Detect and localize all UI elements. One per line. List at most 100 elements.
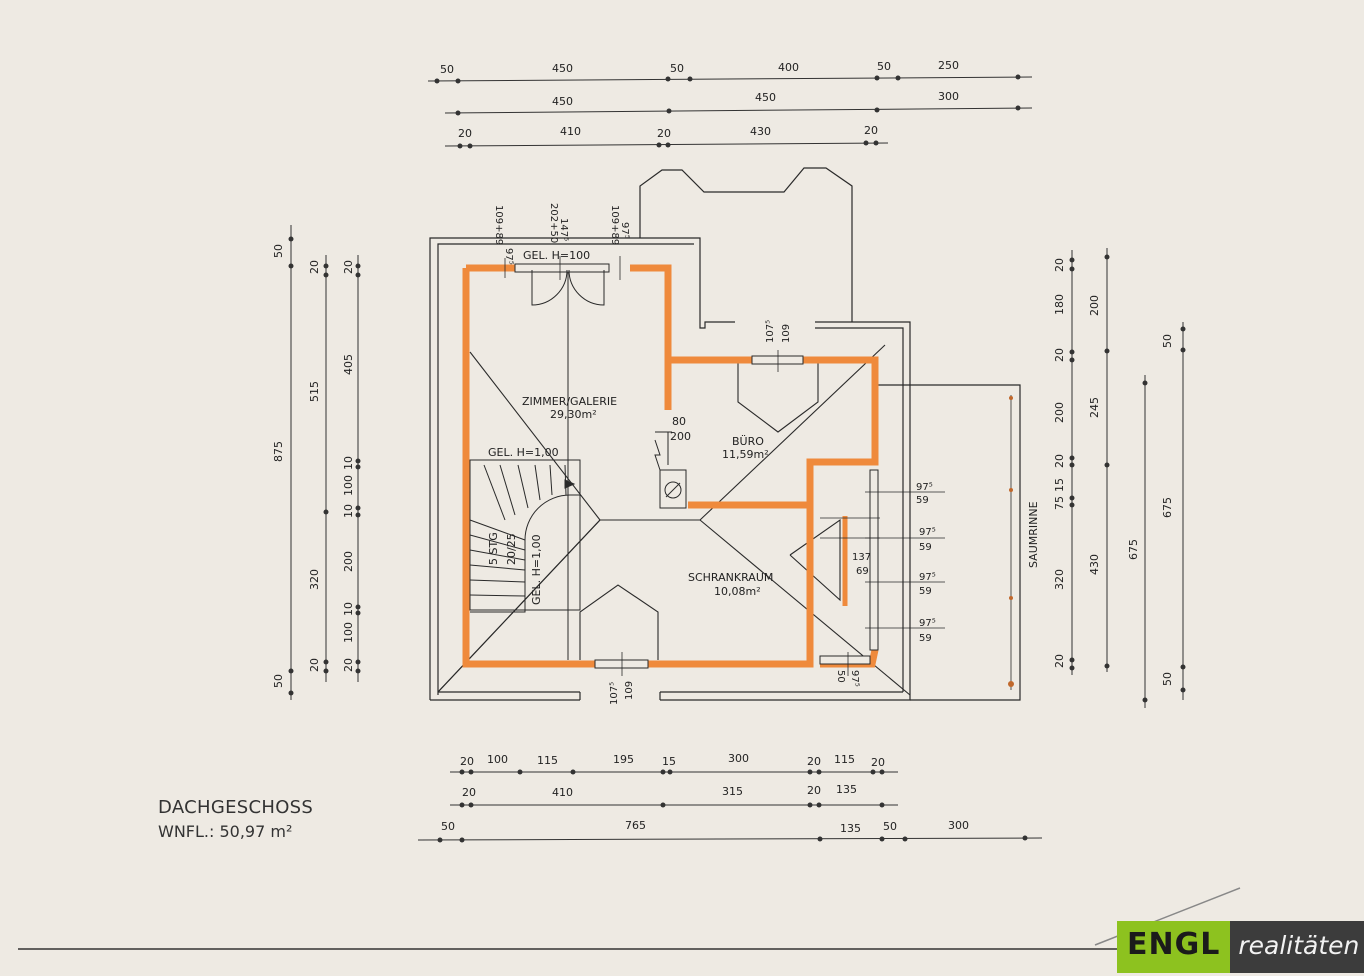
dim-left-c2-1: 515 xyxy=(308,381,321,402)
dim-right-c1-0: 20 xyxy=(1053,258,1066,272)
dim-right-c2-0: 200 xyxy=(1088,295,1101,316)
brand-suffix: realitäten xyxy=(1230,921,1364,973)
dim-top-r1-1: 450 xyxy=(552,62,573,75)
dim-right-c1-5: 15 xyxy=(1053,478,1066,492)
dim-left-c3-0: 20 xyxy=(342,260,355,274)
dim-right-c1-3: 200 xyxy=(1053,402,1066,423)
floor-title: DACHGESCHOSS xyxy=(158,797,314,818)
dim-left-c3-2: 10 xyxy=(342,456,355,470)
dim-top-r1-2: 50 xyxy=(670,62,684,75)
dim-left-c3-3: 100 xyxy=(342,475,355,496)
label-stg: 5 STG xyxy=(487,532,500,565)
dim-bot-r1-2: 115 xyxy=(537,754,558,767)
left-dimensions: 50 875 50 20 515 320 20 20 405 10 100 10… xyxy=(272,225,361,700)
room-schrank-name: SCHRANKRAUM xyxy=(688,571,773,584)
dim-right-c1-4: 20 xyxy=(1053,454,1066,468)
roof-outline xyxy=(429,167,1021,701)
brand-name: ENGL xyxy=(1117,921,1231,973)
win-r2-b: 59 xyxy=(919,542,932,553)
room-zimmer-area: 29,30m² xyxy=(550,408,597,421)
label-chimney-a: 80 xyxy=(672,415,686,428)
bottom-dimensions: 20 100 115 195 15 300 20 115 20 20 410 3… xyxy=(417,752,1043,843)
door-swing xyxy=(531,269,605,660)
dim-right-c1-8: 20 xyxy=(1053,654,1066,668)
dim-left-c1-1: 875 xyxy=(272,441,285,462)
label-gel-top: GEL. H=100 xyxy=(523,249,590,262)
dim-left-c3-7: 100 xyxy=(342,622,355,643)
win-corner-b: 50 xyxy=(835,670,846,683)
dim-bot-r1-5: 300 xyxy=(728,752,749,765)
brand-logo: ENGL realitäten xyxy=(1117,921,1364,973)
dim-bot-r2-4: 135 xyxy=(836,783,857,796)
window-openings xyxy=(514,263,879,669)
dim-top-r2-1: 450 xyxy=(755,91,776,104)
dim-top-r3-3: 430 xyxy=(750,125,771,138)
dim-left-c3-6: 10 xyxy=(342,602,355,616)
saumrinne-markers xyxy=(1008,396,1014,687)
dim-right-c2-1: 245 xyxy=(1088,397,1101,418)
interior-walls xyxy=(462,264,879,668)
dim-bot-r1-4: 15 xyxy=(662,755,676,768)
dim-right-c3-0: 675 xyxy=(1127,539,1140,560)
dim-right-c2-2: 430 xyxy=(1088,554,1101,575)
dim-right-c1-7: 320 xyxy=(1053,569,1066,590)
plan-labels: ZIMMER/GALERIE 29,30m² BÜRO 11,59m² SCHR… xyxy=(487,203,1040,705)
right-dimensions: 20 180 20 200 20 15 75 320 20 200 245 43… xyxy=(1053,248,1186,708)
win-r2-a: 97⁵ xyxy=(919,527,936,538)
dim-right-c1-2: 20 xyxy=(1053,348,1066,362)
dim-top-r1-5: 250 xyxy=(938,59,959,72)
window-ticks xyxy=(504,256,945,676)
floor-title-block: DACHGESCHOSS WNFL.: 50,97 m² xyxy=(158,797,313,841)
dim-bot-r1-3: 195 xyxy=(613,753,634,766)
win-r1-a: 97⁵ xyxy=(916,482,933,493)
dim-left-c2-2: 320 xyxy=(308,569,321,590)
dim-top-r2-2: 300 xyxy=(938,90,959,103)
dim-bot-r2-0: 20 xyxy=(462,786,476,799)
dim-bot-r3-3: 50 xyxy=(883,820,897,833)
chimney xyxy=(654,431,687,509)
dim-left-c3-1: 405 xyxy=(342,354,355,375)
win-top-left-b: 109+89 xyxy=(493,205,504,245)
label-gel-stair: GEL. H=1,00 xyxy=(488,446,559,459)
dim-right-c1-6: 75 xyxy=(1053,496,1066,510)
dim-bot-r1-1: 100 xyxy=(487,753,508,766)
room-buero-name: BÜRO xyxy=(732,435,764,448)
top-dimensions: 50 450 50 400 50 250 450 450 300 20 410 … xyxy=(427,59,1033,149)
win-r4-b: 59 xyxy=(919,633,932,644)
dim-bot-r2-1: 410 xyxy=(552,786,573,799)
win-bottom-a: 107⁵ xyxy=(609,682,620,705)
label-gel-vertical: GEL. H=1,00 xyxy=(530,534,543,605)
win-inner-b: 69 xyxy=(856,566,869,577)
win-top-right-b: 109+89 xyxy=(609,205,620,245)
dim-top-r3-2: 20 xyxy=(657,127,671,140)
dim-left-c3-5: 200 xyxy=(342,551,355,572)
win-corner-a: 97⁵ xyxy=(849,670,860,687)
dim-left-c2-0: 20 xyxy=(308,260,321,274)
dim-top-r1-0: 50 xyxy=(440,63,454,76)
dim-top-r3-4: 20 xyxy=(864,124,878,137)
dim-right-c4-1: 675 xyxy=(1161,497,1174,518)
dim-top-r1-3: 400 xyxy=(778,61,799,74)
dim-left-c1-0: 50 xyxy=(272,244,285,258)
win-top-left-a: 97⁵ xyxy=(503,248,514,265)
dim-bot-r3-4: 300 xyxy=(948,819,969,832)
win-buero-b: 109 xyxy=(781,324,792,343)
dim-bot-r2-3: 20 xyxy=(807,784,821,797)
room-buero-area: 11,59m² xyxy=(722,448,769,461)
label-saumrinne: SAUMRINNE xyxy=(1027,501,1040,568)
dim-left-c3-4: 10 xyxy=(342,504,355,518)
win-bottom-b: 109 xyxy=(624,681,635,700)
win-top-mid-a: 147⁵ xyxy=(558,218,569,241)
label-chimney-b: 200 xyxy=(670,430,691,443)
staircase xyxy=(469,459,581,613)
dim-top-r3-0: 20 xyxy=(458,127,472,140)
dim-top-r3-1: 410 xyxy=(560,125,581,138)
dim-bot-r2-2: 315 xyxy=(722,785,743,798)
dim-bot-r1-7: 115 xyxy=(834,753,855,766)
dim-left-c3-8: 20 xyxy=(342,658,355,672)
floor-area: WNFL.: 50,97 m² xyxy=(158,822,293,841)
dim-bot-r1-6: 20 xyxy=(807,755,821,768)
dim-left-c2-3: 20 xyxy=(308,658,321,672)
dim-bot-r3-2: 135 xyxy=(840,822,861,835)
dim-right-c4-2: 50 xyxy=(1161,672,1174,686)
